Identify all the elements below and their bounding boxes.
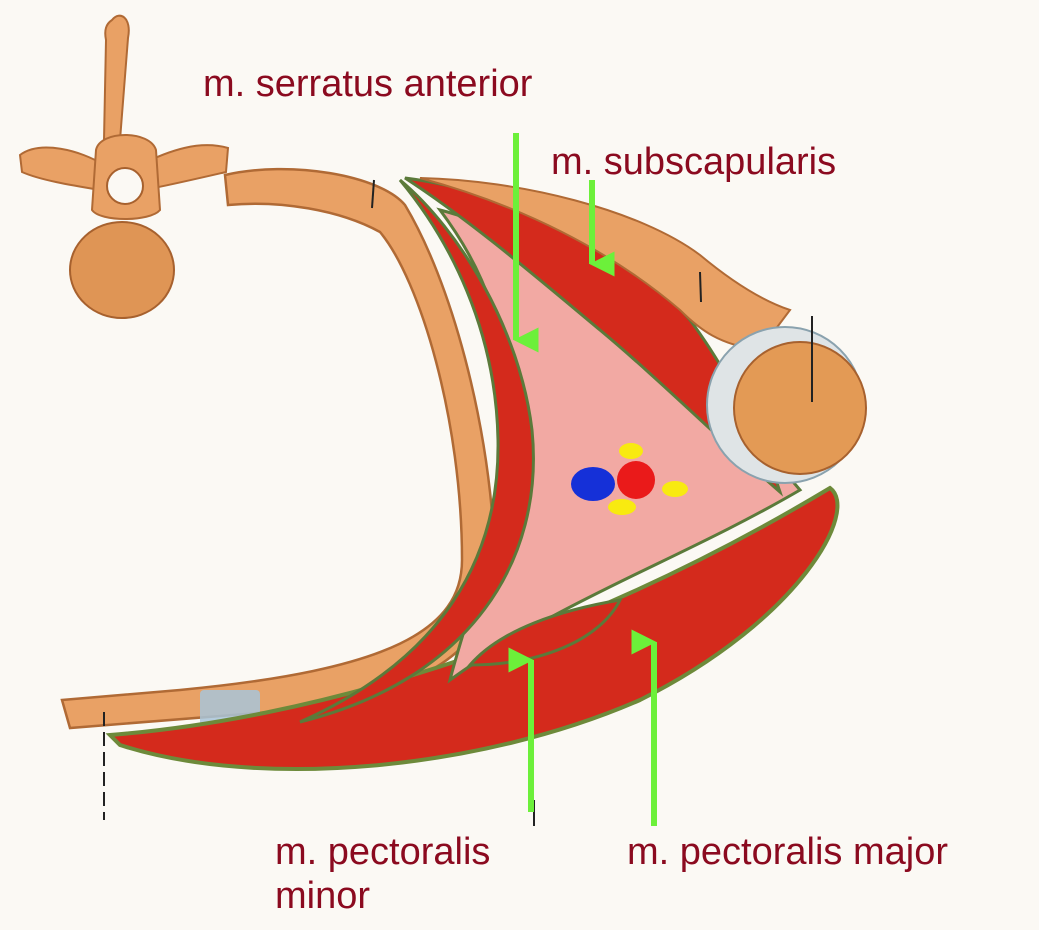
pectoralis-minor-label-line2: minor — [275, 874, 490, 918]
scapula-pointer-line — [700, 272, 701, 302]
serratus-anterior-label: m. serratus anterior — [203, 62, 532, 106]
pectoralis-minor-label: m. pectoralis minor — [275, 830, 490, 918]
axillary-artery — [617, 461, 655, 499]
nerve-cord-upper — [619, 443, 643, 459]
subscapularis-label: m. subscapularis — [551, 140, 836, 184]
spinous-process — [104, 16, 129, 140]
vertebral-foramen — [107, 168, 143, 204]
vertebral-body — [70, 222, 174, 318]
vertebra — [20, 16, 228, 318]
humeral-head — [734, 342, 866, 474]
pectoralis-minor-label-line1: m. pectoralis — [275, 830, 490, 874]
pectoralis-major-label: m. pectoralis major — [627, 830, 948, 874]
axillary-vein — [571, 467, 615, 501]
nerve-cord-lower — [608, 499, 636, 515]
transverse-process-left — [20, 148, 104, 190]
nerve-cord-lateral — [662, 481, 688, 497]
